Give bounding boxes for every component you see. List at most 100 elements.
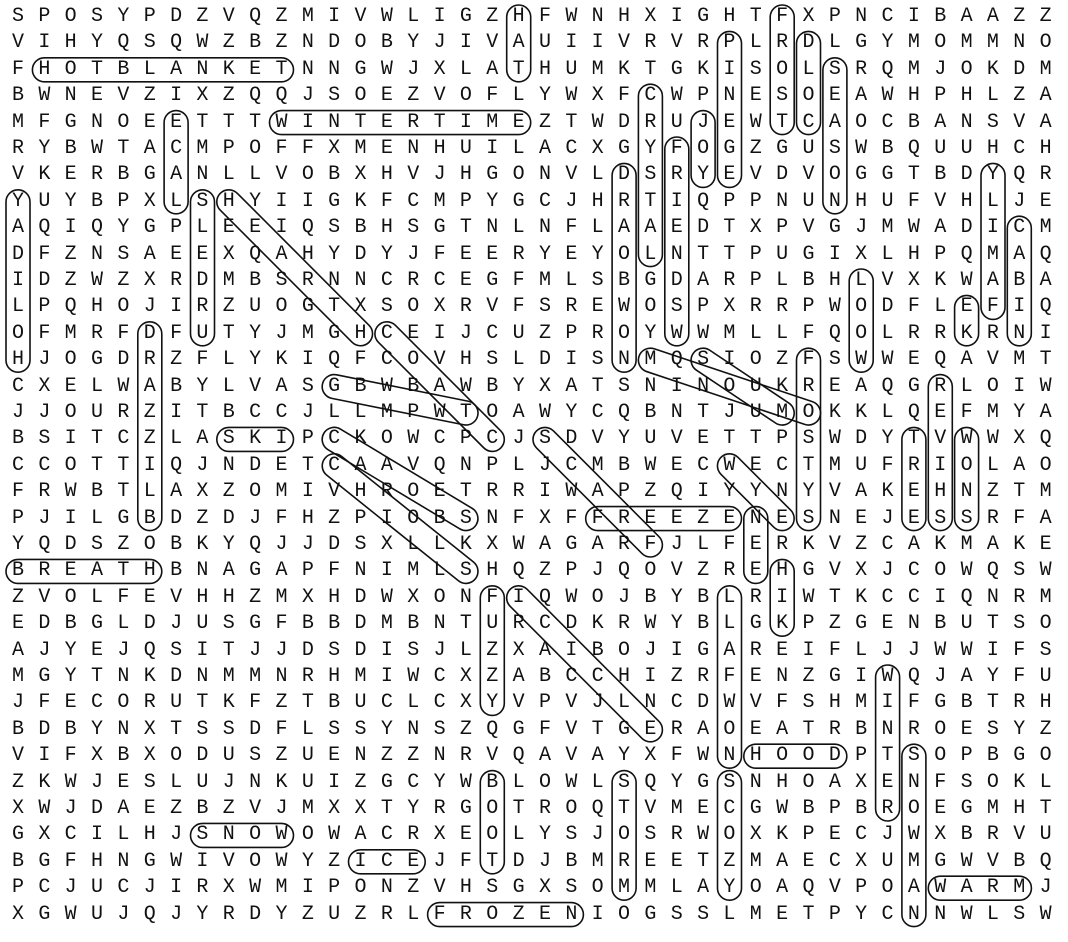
grid-letter[interactable]: Z — [486, 638, 499, 662]
grid-letter[interactable]: G — [354, 57, 367, 81]
grid-letter[interactable]: J — [301, 84, 314, 108]
grid-letter[interactable]: C — [275, 401, 288, 424]
grid-letter[interactable]: U — [354, 691, 367, 715]
grid-letter[interactable]: D — [222, 506, 235, 530]
grid-letter[interactable]: Q — [960, 242, 973, 266]
grid-letter[interactable]: F — [538, 5, 551, 28]
grid-letter[interactable]: B — [960, 823, 973, 847]
grid-letter[interactable]: F — [776, 691, 789, 715]
grid-letter[interactable]: W — [802, 585, 815, 609]
grid-letter[interactable]: E — [907, 480, 920, 504]
grid-letter[interactable]: L — [723, 585, 736, 609]
grid-letter[interactable]: E — [64, 559, 77, 583]
grid-letter[interactable]: S — [644, 823, 657, 847]
grid-letter[interactable]: C — [328, 453, 341, 477]
grid-letter[interactable]: D — [538, 348, 551, 372]
grid-letter[interactable]: S — [328, 717, 341, 741]
grid-letter[interactable]: R — [934, 321, 947, 345]
grid-letter[interactable]: S — [459, 506, 472, 530]
grid-letter[interactable]: D — [196, 744, 209, 768]
grid-letter[interactable]: J — [275, 638, 288, 662]
grid-letter[interactable]: W — [986, 427, 999, 451]
grid-letter[interactable]: N — [644, 374, 657, 398]
grid-letter[interactable]: D — [565, 427, 578, 451]
grid-letter[interactable]: L — [618, 691, 631, 715]
grid-letter[interactable]: L — [433, 533, 446, 556]
grid-letter[interactable]: G — [143, 849, 156, 873]
grid-letter[interactable]: M — [855, 691, 868, 715]
grid-letter[interactable]: C — [170, 137, 183, 160]
grid-letter[interactable]: N — [749, 506, 762, 530]
grid-letter[interactable]: G — [802, 559, 815, 583]
grid-letter[interactable]: R — [907, 453, 920, 477]
grid-letter[interactable]: K — [275, 770, 288, 794]
grid-letter[interactable]: Z — [275, 31, 288, 55]
grid-letter[interactable]: N — [196, 163, 209, 187]
grid-letter[interactable]: S — [433, 717, 446, 741]
grid-letter[interactable]: C — [881, 110, 894, 134]
grid-letter[interactable]: Z — [723, 849, 736, 873]
grid-letter[interactable]: P — [143, 5, 156, 28]
grid-letter[interactable]: S — [538, 295, 551, 319]
grid-letter[interactable]: C — [407, 770, 420, 794]
grid-letter[interactable]: P — [960, 744, 973, 768]
grid-letter[interactable]: W — [934, 876, 947, 900]
grid-letter[interactable]: R — [196, 295, 209, 319]
grid-letter[interactable]: I — [512, 585, 525, 609]
grid-letter[interactable]: T — [91, 665, 104, 688]
grid-letter[interactable]: N — [591, 5, 604, 28]
grid-letter[interactable]: D — [960, 163, 973, 187]
grid-letter[interactable]: V — [170, 585, 183, 609]
grid-letter[interactable]: I — [433, 5, 446, 28]
grid-letter[interactable]: N — [459, 585, 472, 609]
grid-letter[interactable]: V — [670, 31, 683, 55]
grid-letter[interactable]: O — [64, 585, 77, 609]
grid-letter[interactable]: Q — [986, 559, 999, 583]
grid-letter[interactable]: B — [1013, 849, 1026, 873]
grid-letter[interactable]: S — [828, 348, 841, 372]
grid-letter[interactable]: W — [960, 902, 973, 926]
grid-letter[interactable]: Z — [407, 84, 420, 108]
grid-letter[interactable]: Y — [64, 665, 77, 688]
grid-letter[interactable]: S — [196, 823, 209, 847]
grid-letter[interactable]: Q — [907, 137, 920, 160]
grid-letter[interactable]: D — [11, 242, 24, 266]
grid-letter[interactable]: K — [591, 612, 604, 636]
grid-letter[interactable]: S — [828, 57, 841, 81]
grid-letter[interactable]: D — [64, 533, 77, 556]
grid-letter[interactable]: W — [1039, 374, 1052, 398]
grid-letter[interactable]: F — [433, 902, 446, 926]
grid-letter[interactable]: S — [960, 506, 973, 530]
grid-letter[interactable]: C — [723, 797, 736, 820]
grid-letter[interactable]: G — [697, 638, 710, 662]
grid-letter[interactable]: L — [828, 31, 841, 55]
grid-letter[interactable]: S — [749, 57, 762, 81]
grid-letter[interactable]: O — [723, 717, 736, 741]
grid-letter[interactable]: L — [986, 189, 999, 213]
grid-letter[interactable]: J — [433, 849, 446, 873]
grid-letter[interactable]: Q — [907, 665, 920, 688]
grid-letter[interactable]: U — [644, 427, 657, 451]
grid-letter[interactable]: S — [249, 744, 262, 768]
grid-letter[interactable]: B — [1013, 269, 1026, 292]
grid-letter[interactable]: W — [697, 823, 710, 847]
grid-letter[interactable]: G — [512, 717, 525, 741]
grid-letter[interactable]: J — [301, 401, 314, 424]
grid-letter[interactable]: A — [1039, 110, 1052, 134]
grid-letter[interactable]: H — [776, 559, 789, 583]
grid-letter[interactable]: N — [301, 57, 314, 81]
grid-letter[interactable]: X — [749, 823, 762, 847]
grid-letter[interactable]: Z — [275, 5, 288, 28]
grid-letter[interactable]: E — [855, 506, 868, 530]
grid-letter[interactable]: B — [117, 57, 130, 81]
grid-letter[interactable]: A — [1039, 401, 1052, 424]
grid-letter[interactable]: L — [249, 163, 262, 187]
grid-letter[interactable]: D — [1013, 57, 1026, 81]
grid-letter[interactable]: T — [697, 401, 710, 424]
grid-letter[interactable]: T — [1013, 480, 1026, 504]
grid-letter[interactable]: F — [565, 216, 578, 240]
grid-letter[interactable]: M — [907, 57, 920, 81]
grid-letter[interactable]: E — [64, 374, 77, 398]
grid-letter[interactable]: S — [986, 110, 999, 134]
grid-letter[interactable]: M — [11, 110, 24, 134]
